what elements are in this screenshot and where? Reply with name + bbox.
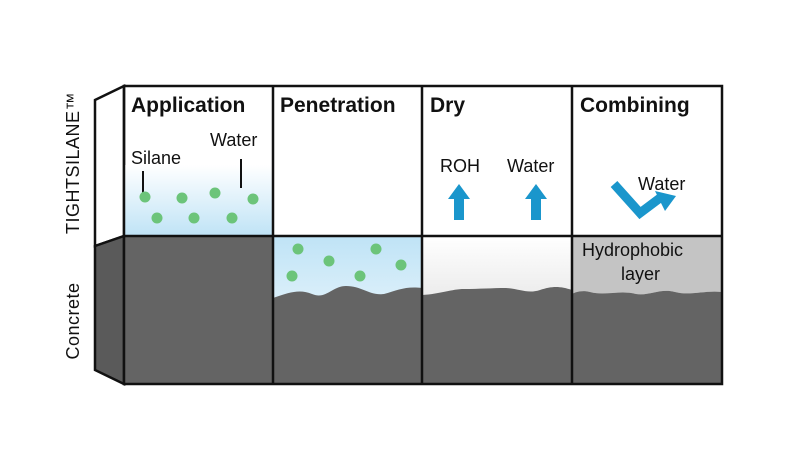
silane-dots <box>139 187 259 224</box>
water-arrow-dry <box>525 184 547 220</box>
stage-title-combining: Combining <box>580 94 690 117</box>
stage-combining <box>572 180 722 384</box>
side-label-concrete: Concrete <box>63 282 83 359</box>
stage-penetration <box>273 236 422 384</box>
application-water-label: Water <box>210 130 257 150</box>
side-label-tightsilane: TIGHTSILANE™ <box>63 92 83 234</box>
stage-title-penetration: Penetration <box>280 94 396 117</box>
grid-lines <box>122 84 724 386</box>
side-panel-bottom <box>93 234 126 386</box>
stage-title-dry: Dry <box>430 94 465 117</box>
hydrophobic-label-line1: Hydrophobic <box>582 240 683 260</box>
stage-title-application: Application <box>131 94 245 117</box>
roh-arrow <box>448 184 470 220</box>
stage-dry <box>422 184 572 384</box>
stage-application <box>124 159 273 384</box>
hydrophobic-label-line2: layer <box>621 264 660 284</box>
combining-concrete <box>572 290 722 384</box>
dry-concrete <box>422 287 572 384</box>
combining-water-label: Water <box>638 174 685 194</box>
side-panel-top <box>93 84 126 248</box>
penetration-dots <box>286 243 407 282</box>
dry-water-label: Water <box>507 156 554 176</box>
silane-label: Silane <box>131 148 181 168</box>
penetration-concrete <box>273 286 422 384</box>
bounce-arrow <box>610 180 676 220</box>
hydrophobic-layer <box>572 236 722 295</box>
roh-label: ROH <box>440 156 480 176</box>
